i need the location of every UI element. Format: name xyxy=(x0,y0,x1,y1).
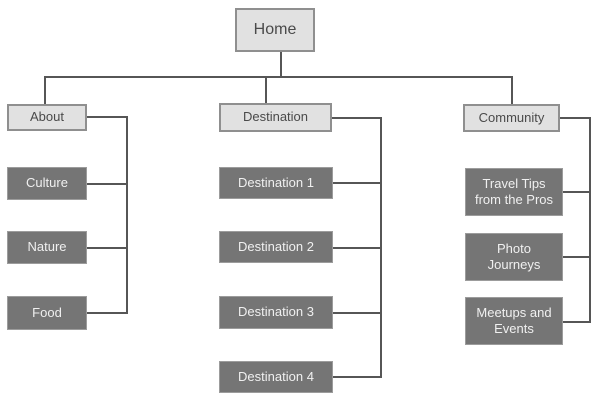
connector-travel-tips-arm xyxy=(563,191,591,193)
connector-home-stem xyxy=(280,52,282,77)
node-about: About xyxy=(7,104,87,131)
node-destination-3: Destination 3 xyxy=(219,296,333,329)
connector-food-arm xyxy=(87,312,128,314)
connector-left-vertical xyxy=(126,116,128,314)
connector-about-arm xyxy=(87,116,128,118)
connector-about-drop xyxy=(44,76,46,104)
node-culture: Culture xyxy=(7,167,87,200)
node-destination-4: Destination 4 xyxy=(219,361,333,393)
node-photo-journeys: Photo Journeys xyxy=(465,233,563,281)
connector-community-arm xyxy=(560,117,591,119)
node-food: Food xyxy=(7,296,87,330)
node-destination: Destination xyxy=(219,103,332,132)
connector-nature-arm xyxy=(87,247,128,249)
connector-destination4-arm xyxy=(333,376,382,378)
node-community: Community xyxy=(463,104,560,132)
node-nature: Nature xyxy=(7,231,87,264)
connector-destination1-arm xyxy=(333,182,382,184)
node-destination-2: Destination 2 xyxy=(219,231,333,263)
connector-photo-journeys-arm xyxy=(563,256,591,258)
connector-destination-arm xyxy=(332,117,382,119)
connector-destination3-arm xyxy=(333,312,382,314)
connector-community-drop xyxy=(511,76,513,105)
node-destination-1: Destination 1 xyxy=(219,167,333,199)
connector-destination-drop xyxy=(265,76,267,103)
connector-meetups-arm xyxy=(563,321,591,323)
connector-destination2-arm xyxy=(333,247,382,249)
connector-right-vertical xyxy=(589,117,591,323)
connector-main-horizontal xyxy=(44,76,513,78)
connector-culture-arm xyxy=(87,183,128,185)
node-meetups: Meetups and Events xyxy=(465,297,563,345)
node-home: Home xyxy=(235,8,315,52)
node-travel-tips: Travel Tips from the Pros xyxy=(465,168,563,216)
